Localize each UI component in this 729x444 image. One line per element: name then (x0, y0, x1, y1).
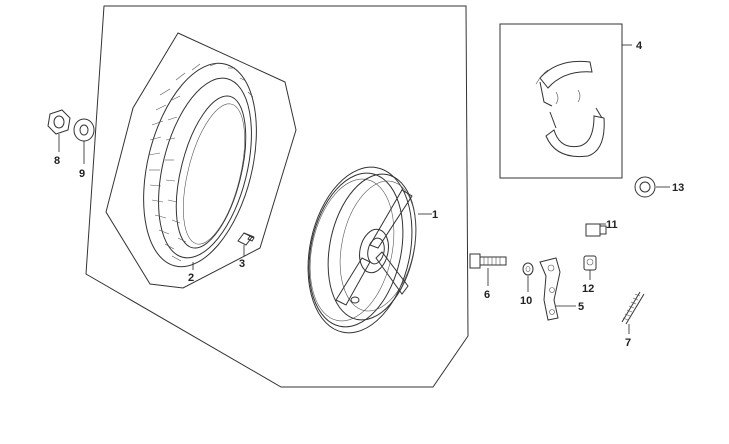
callout-13: 13 (672, 182, 684, 194)
callout-9: 9 (79, 168, 85, 180)
wheel-rim (307, 166, 417, 334)
tire-group-frame (105, 32, 297, 289)
brake-cam-bolt (469, 253, 507, 269)
callout-11: 11 (606, 219, 618, 231)
axle-nut (47, 109, 71, 135)
tire (143, 62, 257, 268)
callout-12: 12 (582, 283, 594, 295)
callout-4: 4 (636, 40, 643, 52)
brake-shoe-box (499, 23, 623, 179)
callout-5: 5 (578, 301, 584, 313)
callout-6: 6 (484, 289, 490, 301)
leader-lines (58, 44, 670, 334)
washer (73, 118, 95, 142)
callout-3: 3 (239, 258, 245, 270)
main-assembly-frame (85, 5, 469, 388)
callout-7: 7 (625, 337, 631, 349)
return-spring (621, 291, 645, 325)
callout-8: 8 (54, 155, 60, 167)
brake-pin (585, 223, 607, 237)
brake-joint (583, 255, 597, 271)
tire-valve (237, 232, 255, 246)
callout-1: 1 (432, 209, 438, 221)
dust-seal (634, 176, 656, 198)
callout-2: 2 (188, 272, 194, 284)
brake-arm (539, 257, 561, 321)
small-washer (522, 262, 534, 276)
callout-10: 10 (520, 295, 532, 307)
brake-shoes (535, 60, 605, 158)
